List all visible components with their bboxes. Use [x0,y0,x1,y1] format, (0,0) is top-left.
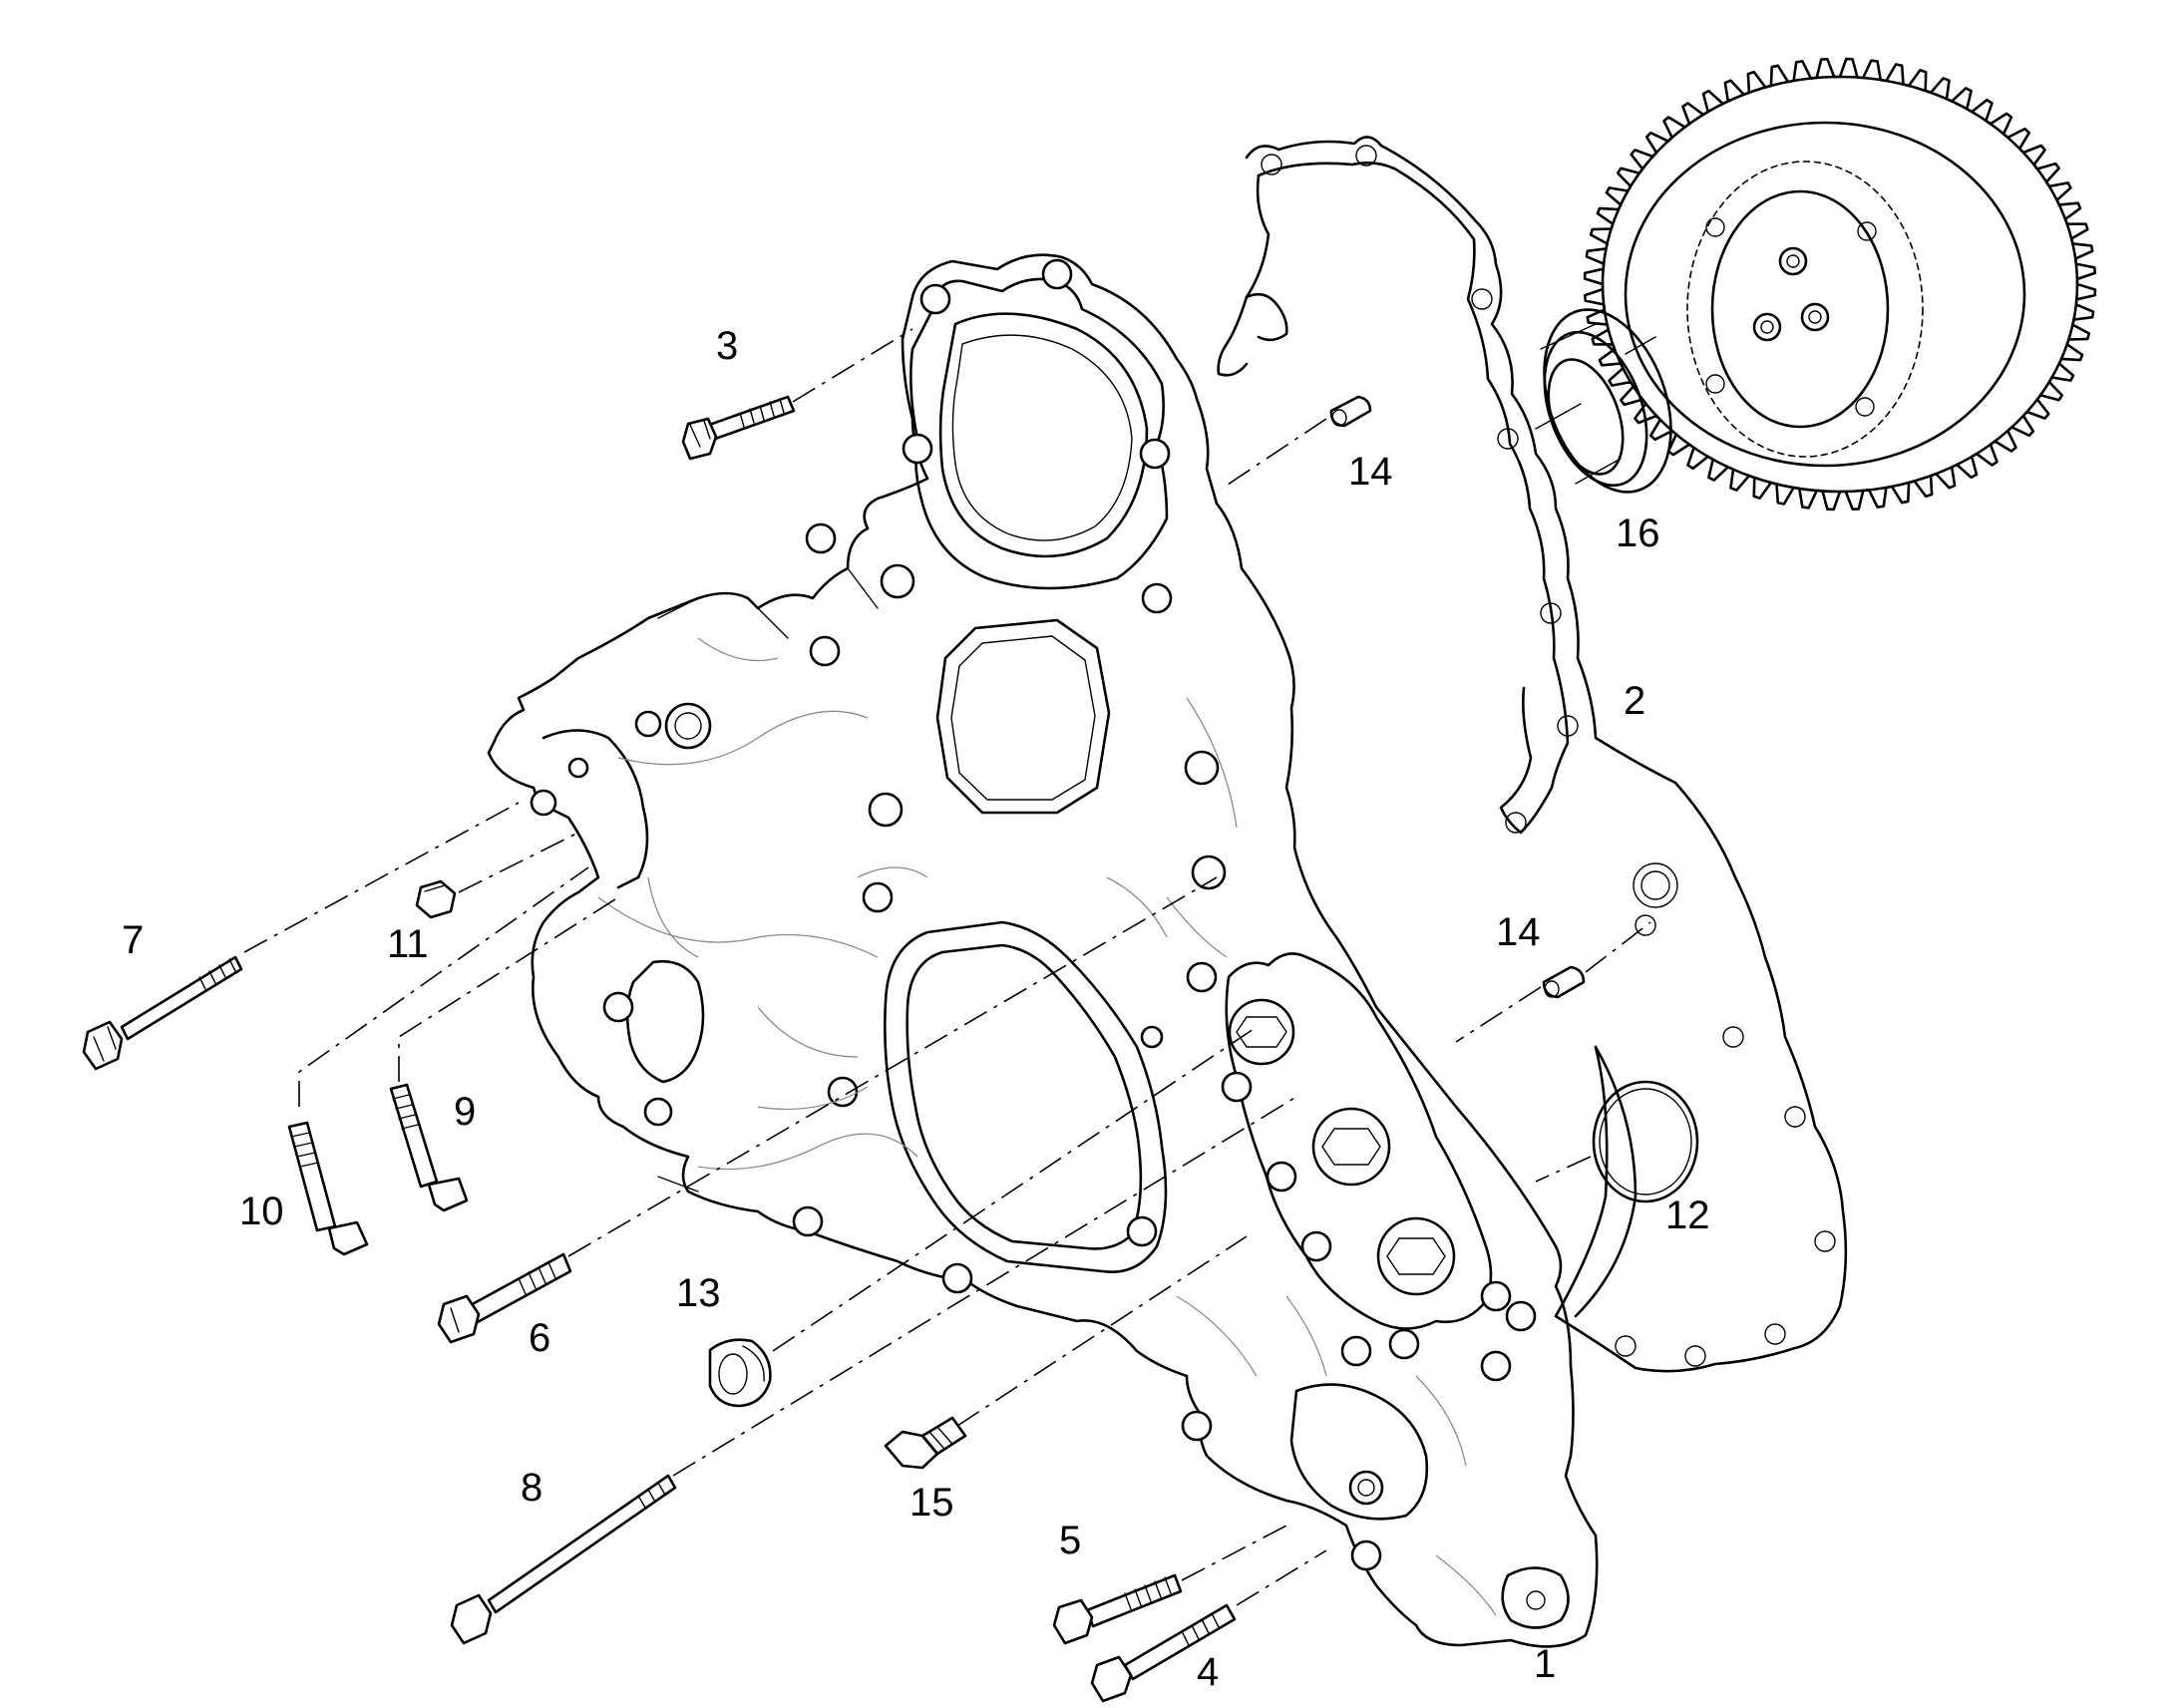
bolt-8 [450,1474,677,1645]
callout-10: 10 [239,1190,284,1233]
callout-9: 9 [454,1090,476,1134]
callout-16: 16 [1616,512,1660,555]
callout-6: 6 [529,1316,550,1360]
bolt-6 [437,1252,572,1344]
callout-14-lower: 14 [1496,910,1541,954]
plug-11 [415,879,457,919]
callout-12: 12 [1665,1194,1710,1237]
callout-1: 1 [1534,1642,1556,1686]
plug-13 [708,1338,772,1408]
o-ring [1592,1080,1699,1203]
callout-2: 2 [1624,679,1645,723]
timing-cover [487,253,1599,1648]
drive-gear [1583,57,2097,512]
callout-3: 3 [716,324,738,368]
callout-labels: 1 2 3 4 5 6 7 8 9 10 11 12 13 14 14 15 1… [122,324,1710,1694]
callout-15: 15 [909,1481,954,1525]
bolt-7 [82,955,243,1071]
callout-13: 13 [676,1271,721,1315]
bolt-10 [287,1121,369,1256]
callout-11: 11 [387,922,429,966]
callout-4: 4 [1197,1650,1219,1694]
leader-lines [243,328,1651,1606]
callout-14-upper: 14 [1348,450,1393,494]
callout-7: 7 [122,918,144,962]
bolt-9 [389,1083,469,1212]
bolt-4 [1090,1603,1237,1703]
bolt-3 [681,395,796,461]
fitting-15 [884,1416,967,1470]
dowel-pin-upper [1329,395,1372,428]
gasket [1217,136,1848,1373]
bolt-5 [1052,1573,1183,1645]
dowel-pin-lower [1542,965,1586,999]
callout-8: 8 [521,1466,543,1510]
callout-5: 5 [1059,1519,1081,1562]
